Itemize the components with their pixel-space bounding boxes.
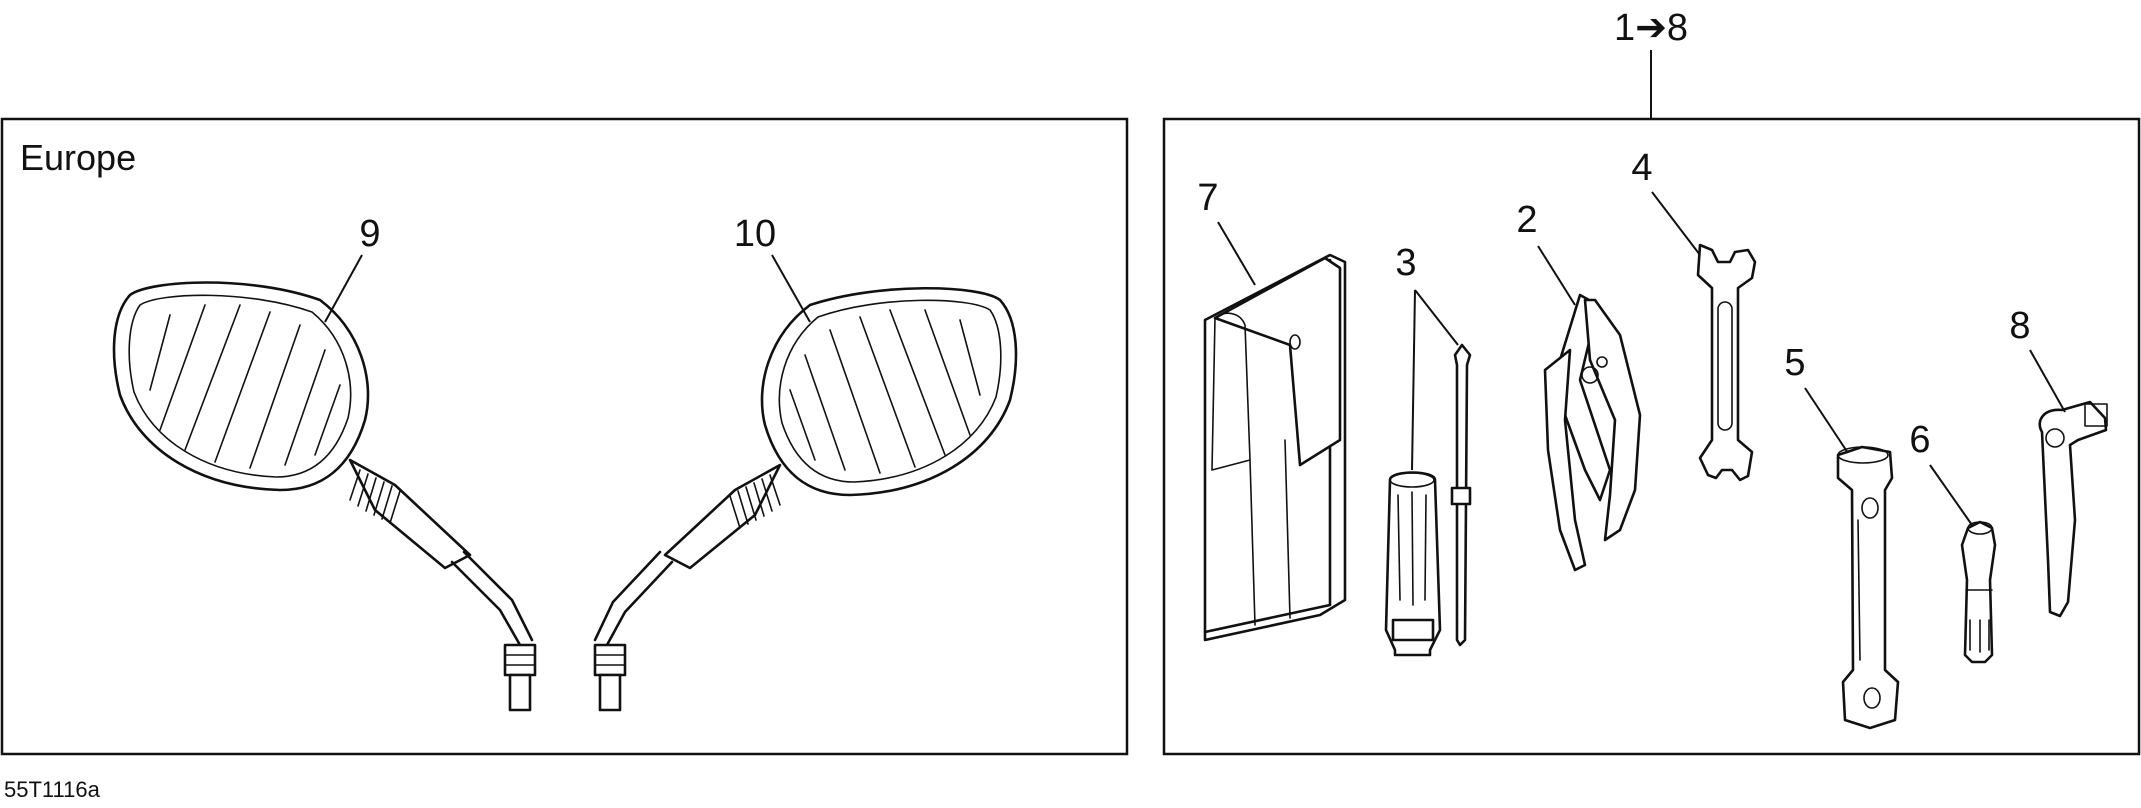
callout-7-leader — [1217, 221, 1256, 286]
small-socket-illustration — [1960, 520, 1997, 664]
region-label: Europe — [20, 137, 136, 178]
callout-3-leader-b — [1414, 289, 1459, 346]
socket-wrench-illustration — [1836, 445, 1900, 730]
callout-4-leader — [1651, 191, 1701, 256]
tool-pouch-illustration — [1203, 253, 1347, 642]
callout-2-leader — [1537, 245, 1576, 306]
screwdriver-illustration — [1384, 343, 1472, 657]
callout-3-leader-a — [1411, 289, 1416, 471]
callout-10: 10 — [734, 213, 776, 255]
callout-3: 3 — [1395, 242, 1416, 284]
socket-handle-illustration — [2038, 400, 2108, 618]
figure-code: 55T1116a — [4, 777, 101, 802]
callout-7: 7 — [1197, 177, 1218, 219]
callout-9-leader — [324, 254, 363, 323]
right-mirror-illustration — [593, 286, 1018, 712]
pliers-illustration — [1543, 293, 1642, 572]
callout-4: 4 — [1631, 147, 1652, 189]
callout-6-leader — [1929, 464, 1973, 526]
callout-5: 5 — [1784, 342, 1805, 384]
left-mirror-illustration — [112, 281, 537, 712]
callout-6: 6 — [1909, 419, 1930, 461]
callout-2: 2 — [1516, 199, 1537, 241]
callout-8-leader — [2029, 349, 2066, 413]
wrench-illustration — [1696, 243, 1757, 482]
callout-9: 9 — [359, 213, 380, 255]
callout-10-leader — [771, 254, 811, 323]
assembly-callout: 1➔8 — [1614, 7, 1688, 49]
callout-8: 8 — [2009, 305, 2030, 347]
callout-5-leader — [1804, 387, 1849, 454]
